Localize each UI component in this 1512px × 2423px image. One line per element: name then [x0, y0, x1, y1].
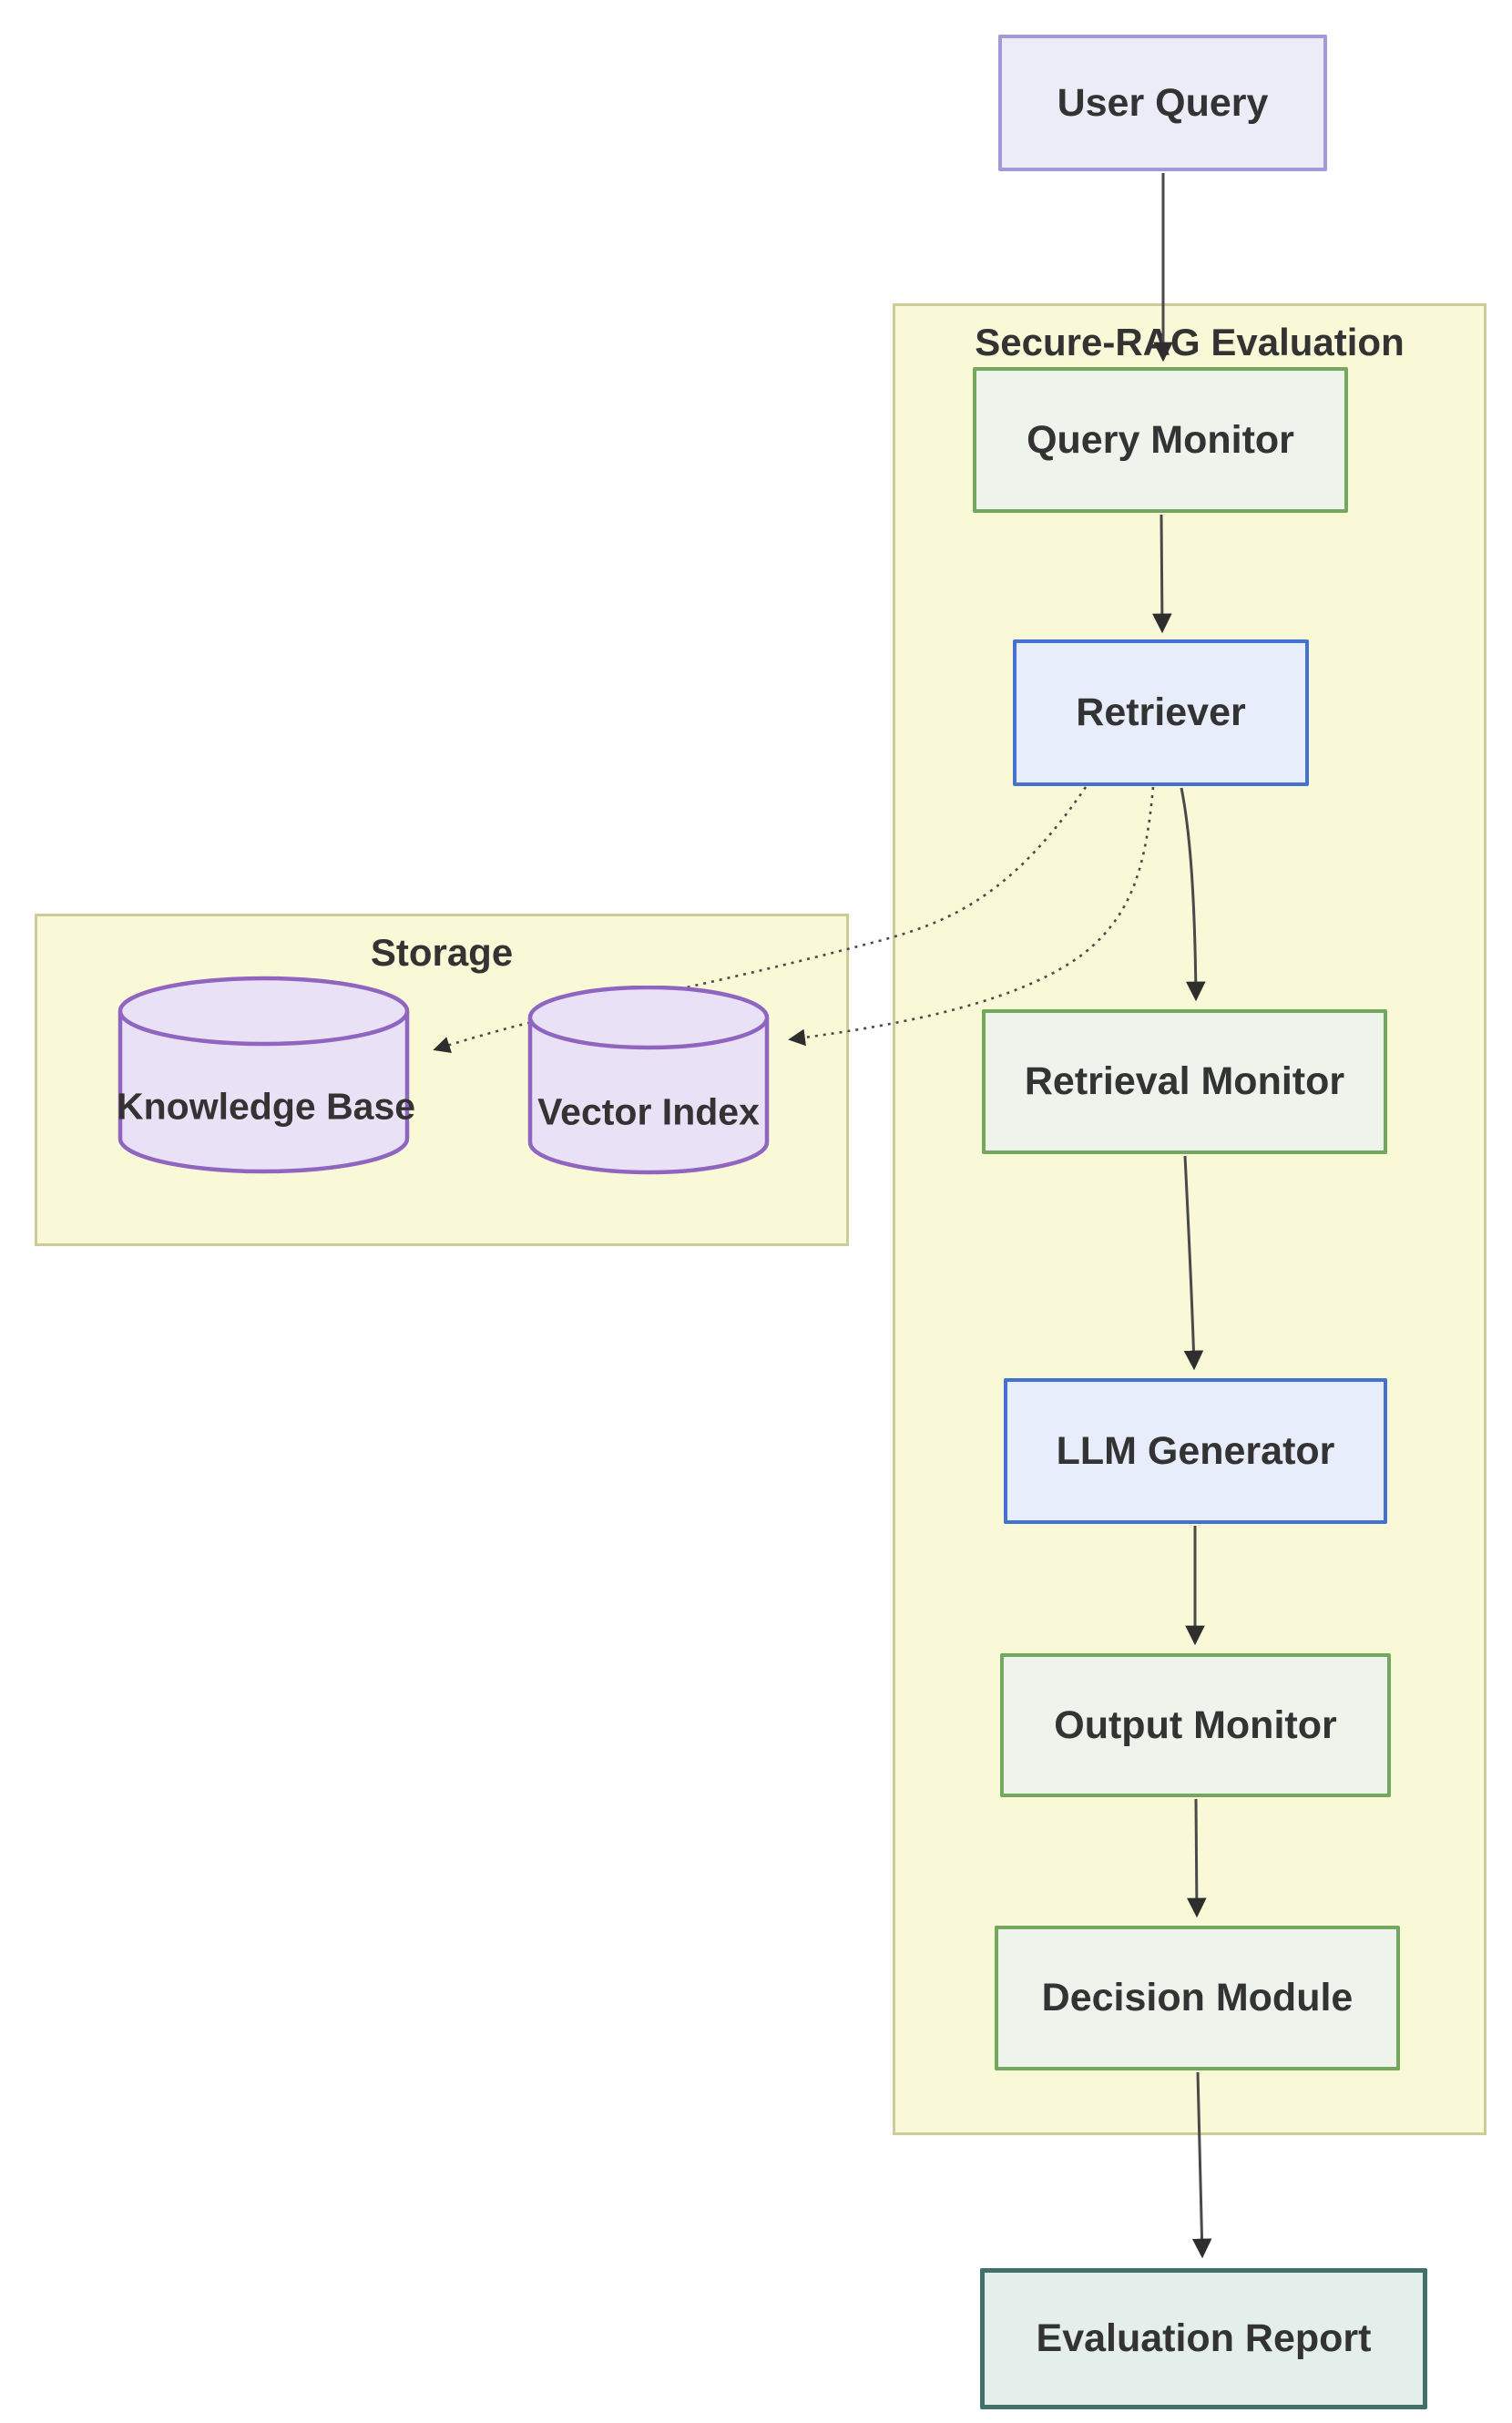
- node-output-monitor: Output Monitor: [1000, 1653, 1391, 1797]
- node-vector-index-label: Vector Index: [537, 1090, 760, 1133]
- node-knowledge-base-label: Knowledge Base: [117, 1085, 416, 1128]
- node-retrieval-monitor-label: Retrieval Monitor: [1024, 1059, 1345, 1103]
- secure-rag-evaluation-container: Secure-RAG Evaluation: [893, 303, 1486, 2135]
- node-decision-module-label: Decision Module: [1041, 1976, 1354, 2019]
- storage-title: Storage: [370, 931, 514, 974]
- secure-rag-evaluation-title: Secure-RAG Evaluation: [975, 321, 1405, 363]
- node-output-monitor-label: Output Monitor: [1054, 1702, 1337, 1747]
- node-retriever-label: Retriever: [1076, 690, 1246, 734]
- node-retrieval-monitor: Retrieval Monitor: [982, 1009, 1387, 1154]
- node-knowledge-base: Knowledge Base: [117, 975, 416, 1175]
- node-query-monitor-label: Query Monitor: [1027, 417, 1294, 462]
- node-decision-module: Decision Module: [995, 1926, 1400, 2070]
- database-cylinder-icon: [117, 976, 410, 1174]
- node-retriever: Retriever: [1013, 639, 1309, 786]
- node-user-query-label: User Query: [1057, 80, 1269, 125]
- node-vector-index: Vector Index: [526, 986, 771, 1178]
- node-evaluation-report: Evaluation Report: [980, 2268, 1427, 2409]
- node-query-monitor: Query Monitor: [973, 367, 1348, 513]
- database-cylinder-icon: [527, 986, 770, 1175]
- node-llm-generator: LLM Generator: [1004, 1378, 1387, 1524]
- node-llm-generator-label: LLM Generator: [1056, 1428, 1335, 1473]
- node-user-query: User Query: [998, 35, 1327, 171]
- node-evaluation-report-label: Evaluation Report: [1036, 2316, 1372, 2360]
